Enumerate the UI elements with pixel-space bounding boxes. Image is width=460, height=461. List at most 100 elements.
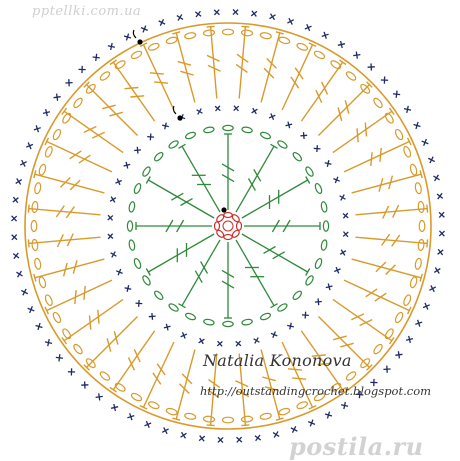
single-crochet-symbol [338,193,347,202]
chain-stitch-symbol [141,275,151,287]
chain-stitch-symbol [414,258,422,270]
chain-stitch-symbol [32,201,39,212]
inner-double-crochet-spokes [136,134,320,318]
treble-crochet-symbol [45,138,112,172]
treble-crochet-symbol [236,26,249,98]
chain-stitch-symbol [99,70,111,81]
chain-stitch-symbol [168,302,180,312]
magic-ring-center [223,221,233,231]
single-crochet-symbol [341,229,351,239]
treble-crochet-symbol [34,170,105,193]
single-crochet-symbol [420,138,429,147]
chain-stitch-symbol [260,131,272,140]
single-crochet-symbol [123,33,132,42]
single-crochet-symbol [114,177,123,186]
single-crochet-symbol [149,313,156,320]
single-crochet-symbol [20,287,30,297]
treble-crochet-symbol [244,220,320,232]
treble-crochet-symbol [344,138,411,172]
treble-crochet-symbol [356,234,428,247]
treble-crochet-symbol [261,32,284,103]
single-crochet-symbol [332,175,341,184]
single-crochet-symbol [435,247,445,257]
single-crochet-symbol [313,145,320,152]
treble-crochet-symbol [84,317,138,371]
single-crochet-symbol [427,155,437,165]
single-crochet-symbol [414,319,423,328]
treble-crochet-symbol [179,144,221,212]
chain-stitch-symbol [203,126,214,133]
single-crochet-symbol [161,426,171,436]
single-crochet-symbol [234,339,244,349]
chain-stitch-symbol [296,42,308,51]
chain-stitch-symbol [38,276,47,288]
treble-crochet-symbol [236,240,278,308]
round-start-arrow [173,106,176,114]
single-crochet-symbol [338,248,347,257]
single-crochet-symbol [25,141,34,150]
center-magic-ring [215,213,242,240]
slip-stitch-dot [137,39,142,44]
single-crochet-symbol [110,403,119,412]
chain-stitch-symbol [184,412,196,420]
treble-crochet-symbol [282,43,316,110]
chain-stitch-symbol [292,290,303,301]
chain-stitch-symbol [241,319,252,326]
treble-crochet-symbol [136,220,212,232]
chain-stitch-symbol [128,239,135,250]
chain-stitch-symbol [260,312,272,321]
watermark-bottom: postila.ru [289,432,424,461]
single-crochet-symbol [55,354,63,362]
chain-stitch-symbol [31,221,37,232]
chain-stitch-symbol [38,164,47,176]
single-crochet-symbol [234,435,244,445]
single-crochet-symbol [14,177,24,187]
single-crochet-symbol [432,173,442,183]
chain-stitch-symbol [44,146,53,158]
single-crochet-symbol [163,323,171,331]
single-crochet-symbol [108,195,117,204]
single-crochet-symbol [68,368,75,375]
single-crochet-symbol [147,133,154,140]
chain-stitch-symbol [345,370,357,381]
single-crochet-symbol [35,322,44,331]
single-crochet-symbol [53,93,61,101]
chain-stitch-symbol [133,183,142,195]
treble-crochet-symbol [84,82,138,136]
single-crochet-symbol [268,112,277,121]
chain-stitch-symbol [34,182,42,194]
single-crochet-symbol [193,9,203,19]
chain-stitch-symbol [153,290,164,301]
single-crochet-symbol [249,9,259,19]
single-crochet-symbol [337,40,346,49]
chain-stitch-symbol [394,128,404,140]
single-crochet-symbol [107,42,116,51]
single-crochet-symbol [393,90,401,98]
chain-stitch-symbol [237,222,242,230]
single-crochet-symbol [215,339,225,349]
chain-stitch-symbol [241,30,252,37]
chain-stitch-symbol [153,151,164,162]
single-crochet-symbol [143,420,152,429]
single-crochet-symbol [253,433,263,443]
single-crochet-symbol [437,228,447,238]
single-crochet-symbol [65,79,73,87]
single-crochet-symbol [179,331,188,340]
single-crochet-symbol [307,418,316,427]
chain-stitch-symbol [52,311,62,323]
single-crochet-symbol [11,251,21,261]
chain-stitch-symbol [231,213,240,222]
chain-stitch-symbol [321,201,328,212]
single-crochet-symbol [285,121,293,129]
outer-single-crochet-round [9,7,447,445]
single-crochet-symbol [383,365,391,373]
chain-stitch-symbol [403,146,412,158]
single-crochet-symbol [11,195,21,205]
chain-stitch-symbol [203,30,214,37]
treble-crochet-symbol [28,205,100,218]
single-crochet-symbol [78,66,85,73]
chain-stitch-symbol [32,239,39,250]
single-crochet-symbol [140,24,149,33]
treble-crochet-symbol [242,177,310,219]
treble-crochet-symbol [222,242,234,318]
